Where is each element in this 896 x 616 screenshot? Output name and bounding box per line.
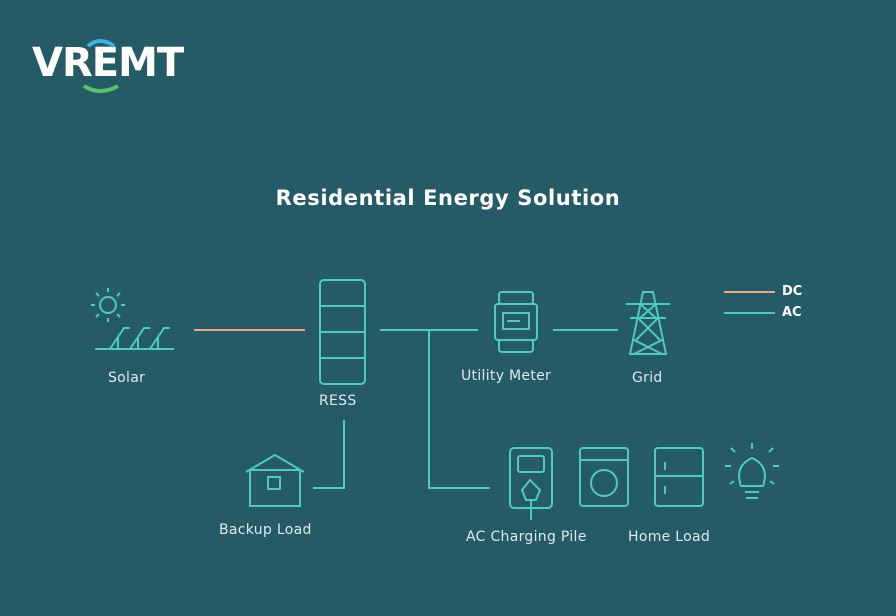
- logo-arc-top: [86, 39, 116, 48]
- ac-charging-pile-icon: [509, 447, 553, 520]
- ac-line-to-backup: [313, 420, 345, 489]
- backup-load-house-icon: [245, 453, 305, 507]
- grid-label: Grid: [632, 370, 663, 386]
- ress-label: RESS: [319, 393, 357, 409]
- home-load-label: Home Load: [628, 529, 711, 545]
- fridge-icon: [654, 447, 704, 507]
- utility-meter-icon: [494, 291, 538, 353]
- ress-battery-icon: [319, 279, 366, 385]
- washing-machine-icon: [579, 447, 629, 507]
- grid-tower-icon: [626, 291, 670, 355]
- utility-meter-label: Utility Meter: [461, 368, 552, 384]
- ac-charging-pile-label: AC Charging Pile: [466, 529, 587, 545]
- solar-label: Solar: [108, 370, 146, 386]
- solar-icon: [91, 288, 174, 350]
- legend-ac-label: AC: [782, 305, 802, 320]
- light-bulb-icon: [725, 443, 779, 499]
- brand-name: VREMT: [32, 40, 184, 86]
- diagram-title: Residential Energy Solution: [275, 186, 621, 210]
- ac-line-to-home: [428, 330, 490, 489]
- backup-load-label: Backup Load: [219, 522, 312, 538]
- legend-dc-label: DC: [782, 284, 803, 299]
- logo-arc-bottom: [82, 84, 119, 93]
- brand-logo: VREMT: [32, 40, 184, 86]
